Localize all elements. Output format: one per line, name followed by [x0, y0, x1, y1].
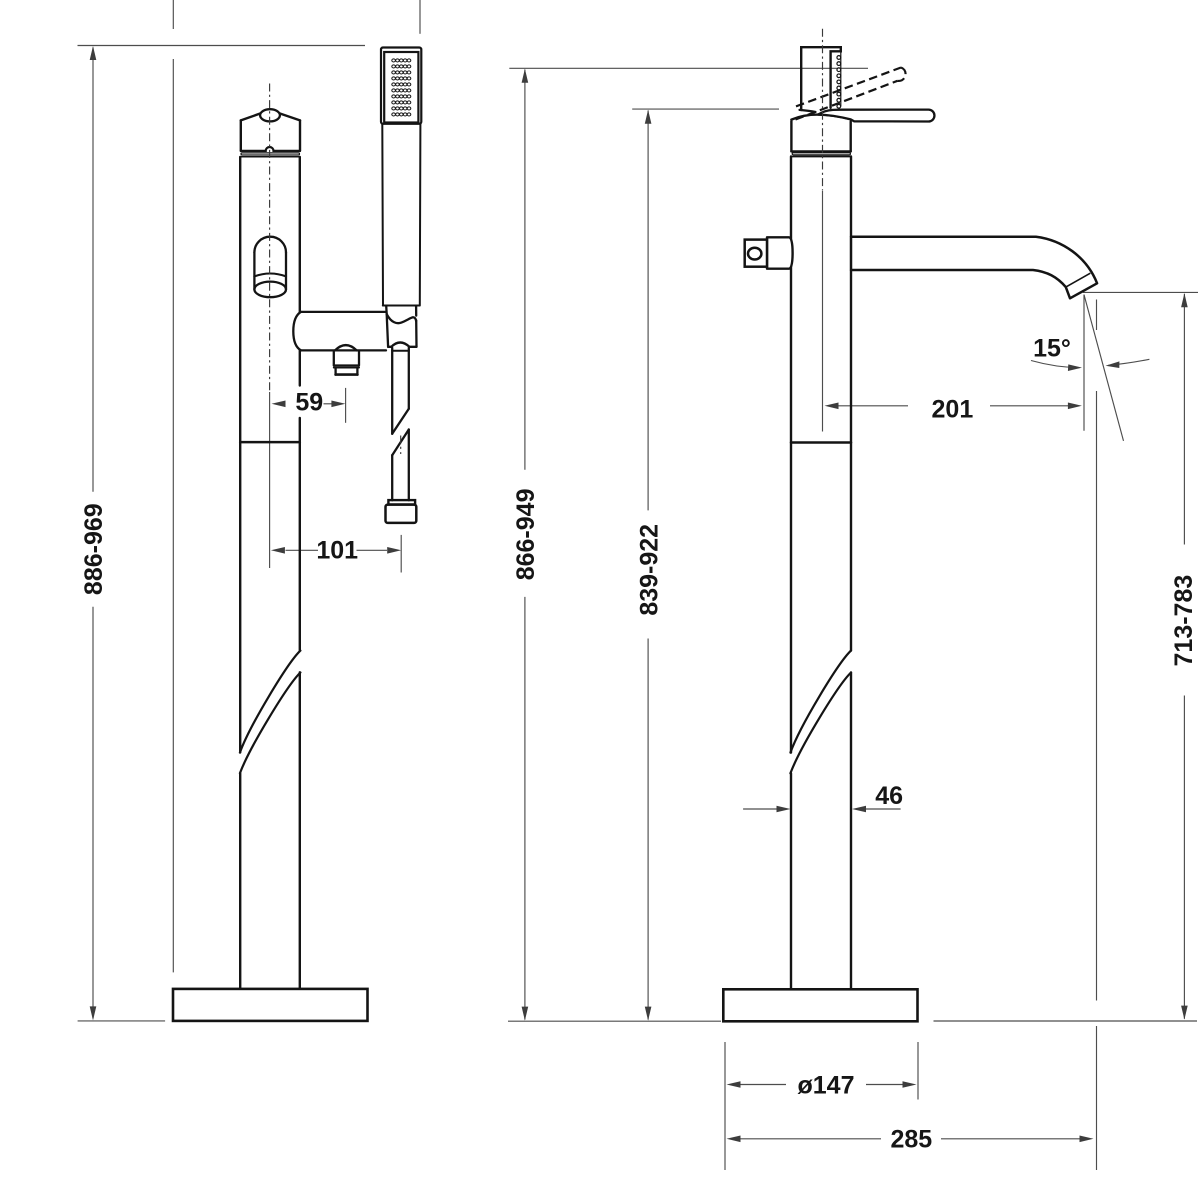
svg-text:886-969: 886-969	[80, 503, 108, 595]
svg-text:285: 285	[890, 1126, 932, 1154]
svg-text:15°: 15°	[1033, 334, 1071, 362]
svg-text:201: 201	[932, 396, 974, 424]
svg-text:59: 59	[295, 389, 323, 417]
svg-text:ø147: ø147	[798, 1071, 855, 1099]
svg-text:839-922: 839-922	[636, 524, 664, 616]
svg-text:713-783: 713-783	[1170, 575, 1198, 667]
svg-text:101: 101	[316, 537, 358, 565]
svg-text:46: 46	[875, 782, 903, 810]
svg-text:866-949: 866-949	[512, 489, 540, 581]
